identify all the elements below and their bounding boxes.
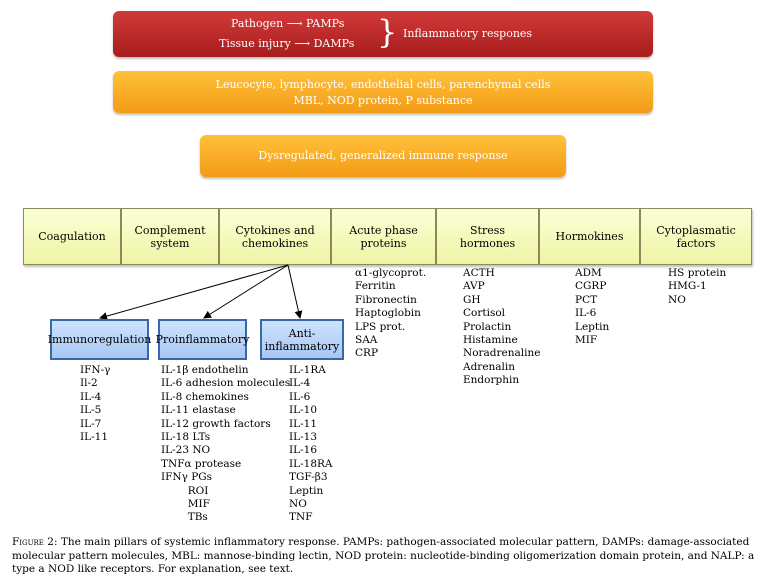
pillar-stress-label: Stress hormones — [459, 223, 516, 250]
arrow-to-anti-inflammatory — [287, 264, 303, 319]
inflammatory-response-banner: Pathogen ⟶ PAMPs Tissue injury ⟶ DAMPs }… — [113, 11, 653, 57]
pillar-cytokines-label: Cytokines and chemokines — [235, 223, 315, 250]
pillar-coagulation-label: Coagulation — [38, 230, 106, 243]
pillar-hormokines-label: Hormokines — [555, 230, 624, 243]
pillar-cytoplasmatic-label: Cytoplasmatic factors — [656, 223, 736, 250]
pathogen-pamps-label: Pathogen ⟶ PAMPs — [231, 17, 345, 30]
pillar-complement-label: Complement system — [134, 223, 206, 250]
cells-banner: Leucocyte, lymphocyte, endothelial cells… — [113, 71, 653, 113]
tissue-injury-damps-label: Tissue injury ⟶ DAMPs — [219, 37, 355, 50]
pillar-stress-hormones: Stress hormones — [436, 208, 539, 265]
anti-inflammatory-label: Anti- inflammatory — [264, 326, 340, 353]
caption-text: The main pillars of systemic inflammator… — [12, 536, 755, 575]
pillar-cytoplasmatic: Cytoplasmatic factors — [640, 208, 752, 265]
dysregulated-response-banner: Dysregulated, generalized immune respons… — [200, 135, 566, 177]
cells-line-2: MBL, NOD protein, P substance — [293, 94, 473, 107]
pillar-acute-phase-label: Acute phase proteins — [349, 223, 418, 250]
pillar-hormokines: Hormokines — [539, 208, 640, 265]
immunoregulation-label: Immunoregulation — [47, 333, 152, 346]
subgroup-proinflammatory: Proinflammatory — [155, 319, 250, 360]
proinflammatory-list: IL-1β endothelin IL-6 adhesion molecules… — [161, 364, 291, 524]
inflammatory-responses-label: Inflammatory respones — [403, 27, 533, 40]
caption-label: Figure 2: — [12, 536, 58, 548]
immunoregulation-list: IFN-γ Il-2 IL-4 IL-5 IL-7 IL-11 — [80, 364, 111, 444]
cells-line-1: Leucocyte, lymphocyte, endothelial cells… — [215, 78, 551, 91]
cytoplasmatic-list: HS protein HMG-1 NO — [668, 267, 727, 306]
anti-inflammatory-list: IL-1RA IL-4 IL-6 IL-10 IL-11 IL-13 IL-16… — [289, 364, 333, 524]
arrow-to-proinflammatory — [203, 264, 289, 319]
proinflammatory-label: Proinflammatory — [155, 333, 250, 346]
subgroup-immunoregulation: Immunoregulation — [47, 319, 152, 360]
pillar-acute-phase: Acute phase proteins — [331, 208, 436, 265]
figure-caption: Figure 2: The main pillars of systemic i… — [12, 536, 764, 577]
brace-symbol: } — [377, 13, 398, 51]
acute-phase-list: α1-glycoprot. Ferritin Fibronectin Hapto… — [355, 267, 427, 360]
pillar-cytokines: Cytokines and chemokines — [219, 208, 331, 265]
arrow-to-immunoregulation — [99, 264, 289, 320]
hormokines-list: ADM CGRP PCT IL-6 Leptin MIF — [575, 267, 610, 347]
subgroup-anti-inflammatory: Anti- inflammatory — [260, 319, 344, 360]
pillar-complement-system: Complement system — [121, 208, 219, 265]
stress-hormones-list: ACTH AVP GH Cortisol Prolactin Histamine… — [463, 267, 541, 387]
pillar-coagulation: Coagulation — [23, 208, 121, 265]
dysregulated-label: Dysregulated, generalized immune respons… — [258, 149, 508, 162]
